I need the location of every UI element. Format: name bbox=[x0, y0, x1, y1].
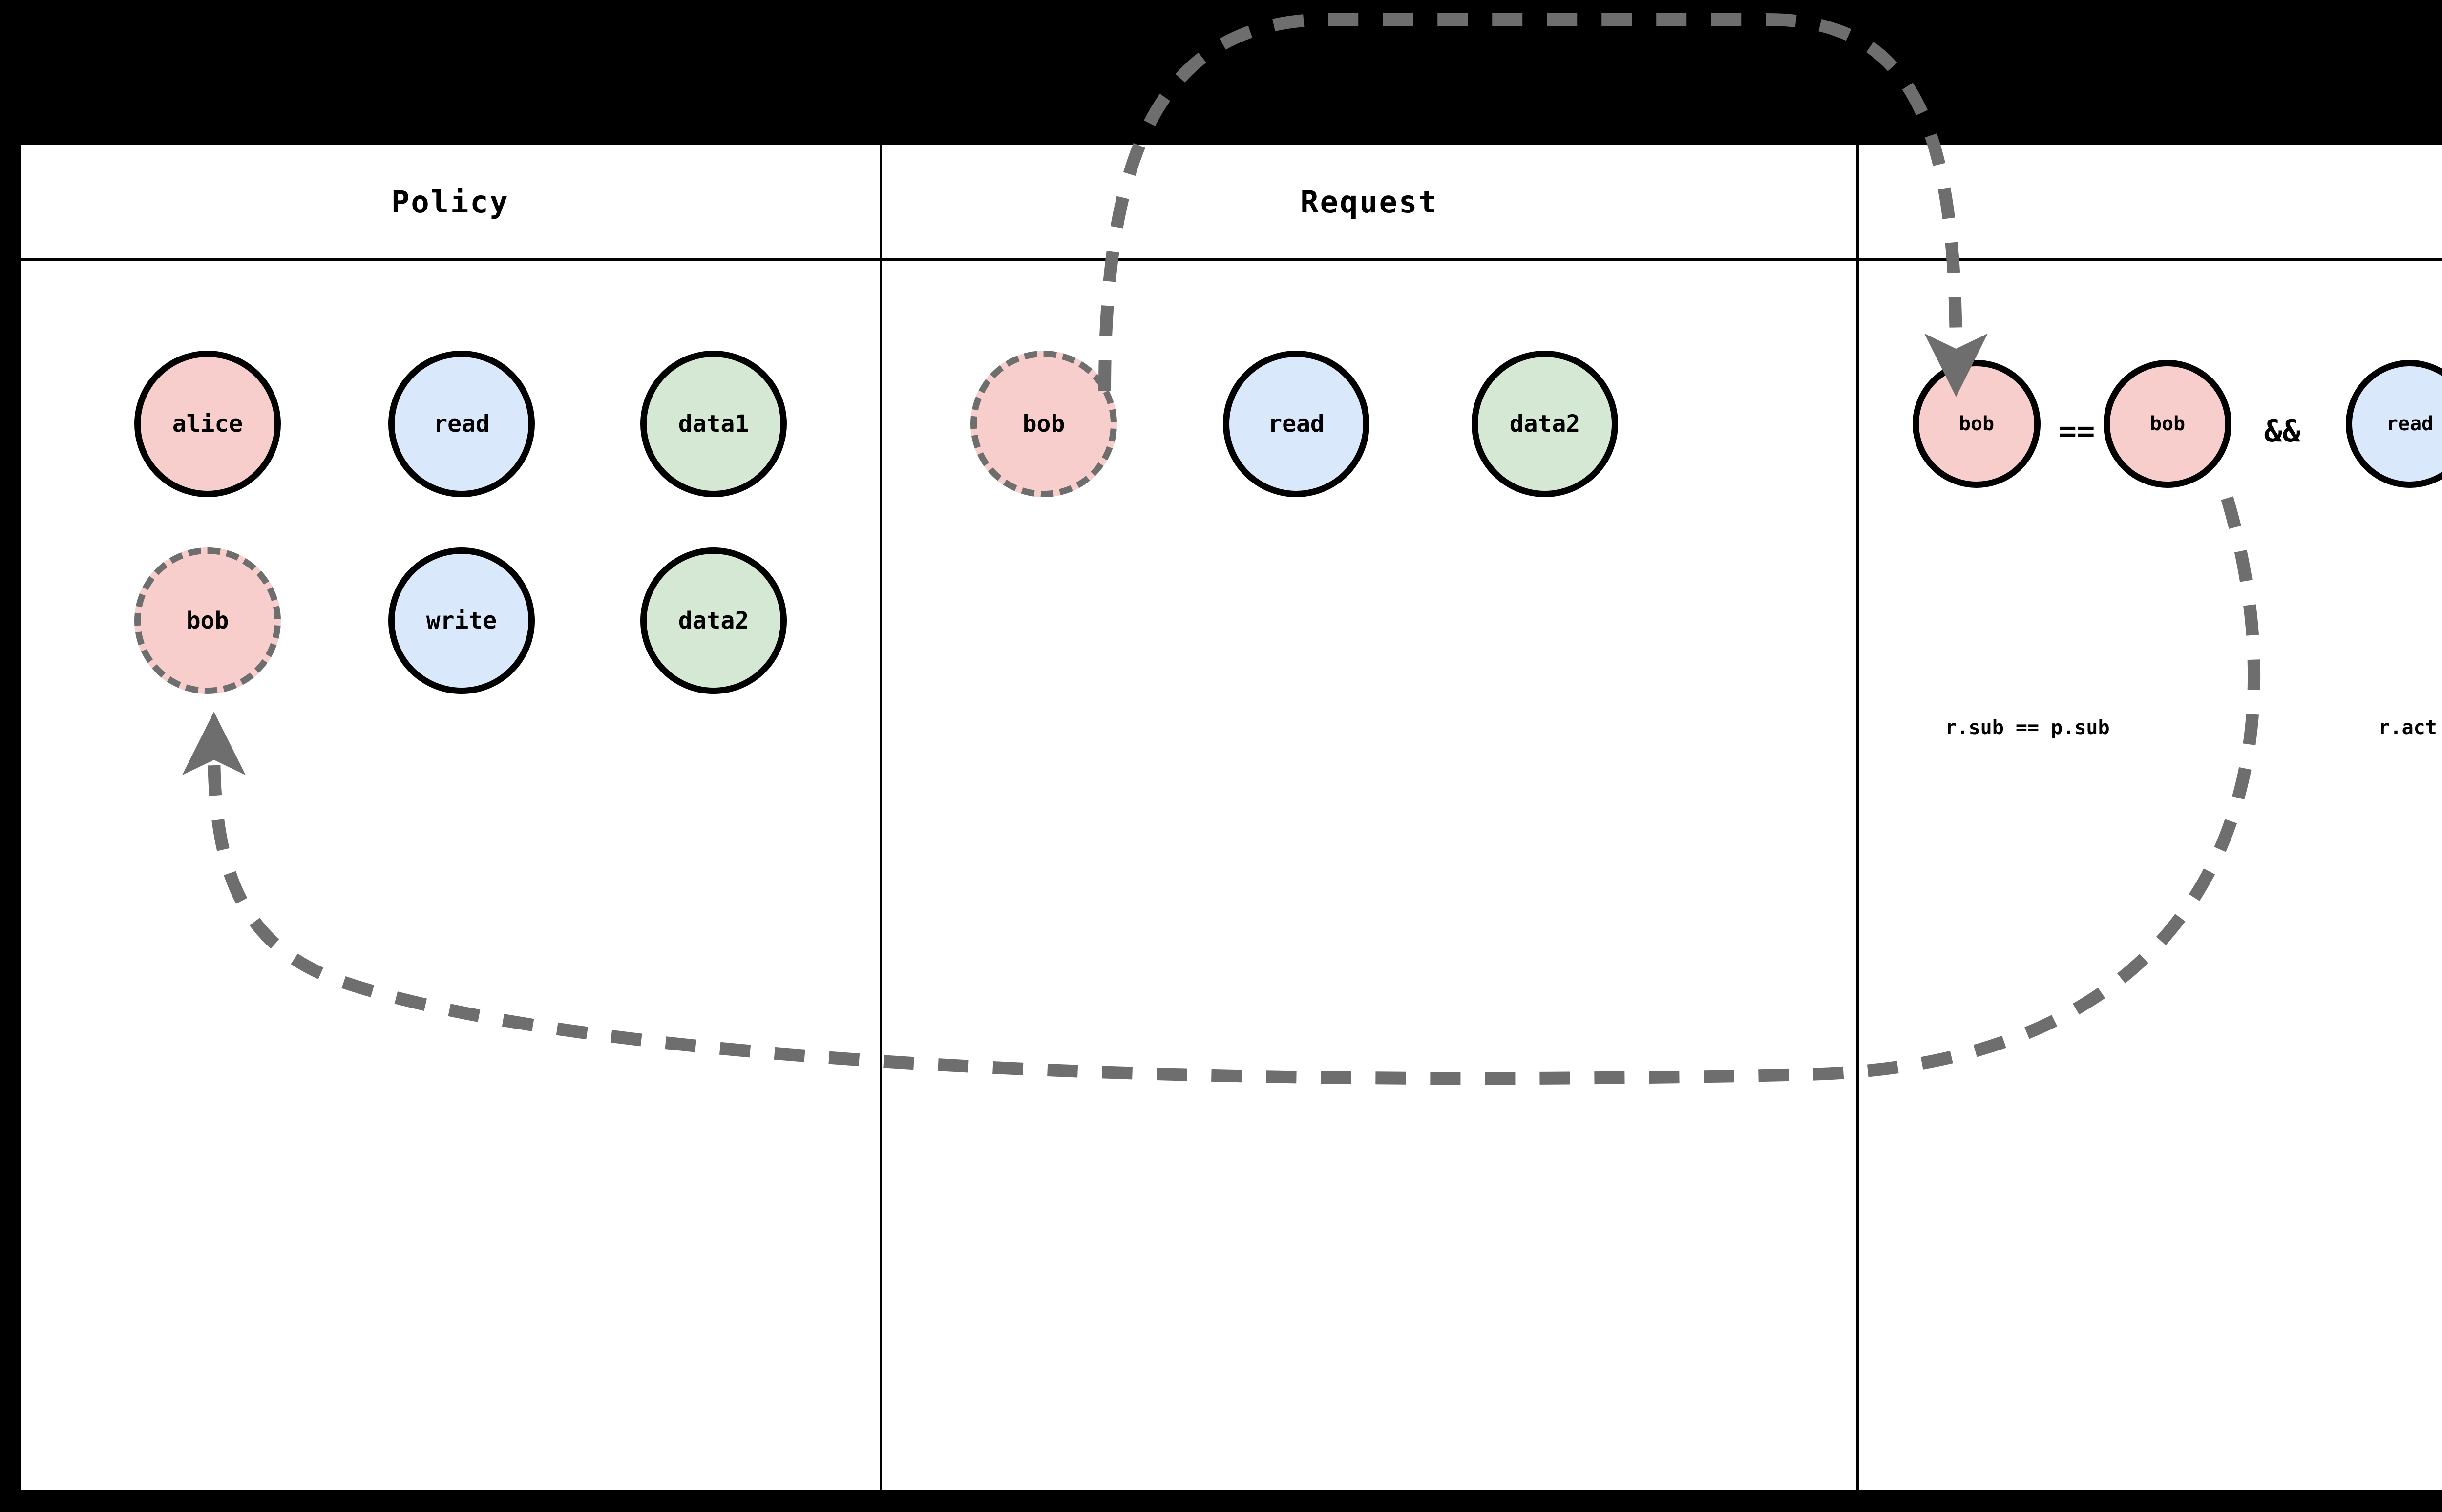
matching-operator-and-1: && bbox=[2264, 413, 2301, 449]
matching-node-request-sub[interactable]: bob bbox=[1913, 360, 2041, 488]
column-header-matching: Matching bbox=[1859, 145, 2442, 258]
matching-label-sub: r.sub == p.sub bbox=[1945, 716, 2110, 739]
column-divider-policy-request bbox=[880, 145, 882, 1490]
policy-node-act-read[interactable]: read bbox=[388, 351, 535, 497]
column-header-request: Request bbox=[1300, 184, 1438, 220]
policy-node-obj-data1[interactable]: data1 bbox=[640, 351, 787, 497]
header-divider-line bbox=[21, 258, 2442, 261]
policy-node-sub-alice[interactable]: alice bbox=[134, 351, 281, 497]
matching-operator-equals-sub: == bbox=[2058, 413, 2095, 449]
policy-node-obj-data2[interactable]: data2 bbox=[640, 547, 787, 694]
matching-node-request-act[interactable]: read bbox=[2346, 360, 2442, 488]
request-node-sub-bob[interactable]: bob bbox=[970, 351, 1117, 497]
request-node-act-read[interactable]: read bbox=[1223, 351, 1369, 497]
diagram-panel: Policy Request Matching alice read data1… bbox=[21, 145, 2442, 1490]
policy-node-sub-bob[interactable]: bob bbox=[134, 547, 281, 694]
policy-node-act-write[interactable]: write bbox=[388, 547, 535, 694]
column-divider-request-matching bbox=[1856, 145, 1859, 1490]
matching-node-policy-sub[interactable]: bob bbox=[2104, 360, 2231, 488]
request-node-obj-data2[interactable]: data2 bbox=[1472, 351, 1618, 497]
matching-label-act: r.act == p.act bbox=[2378, 716, 2442, 739]
column-header-policy: Policy bbox=[391, 184, 509, 220]
